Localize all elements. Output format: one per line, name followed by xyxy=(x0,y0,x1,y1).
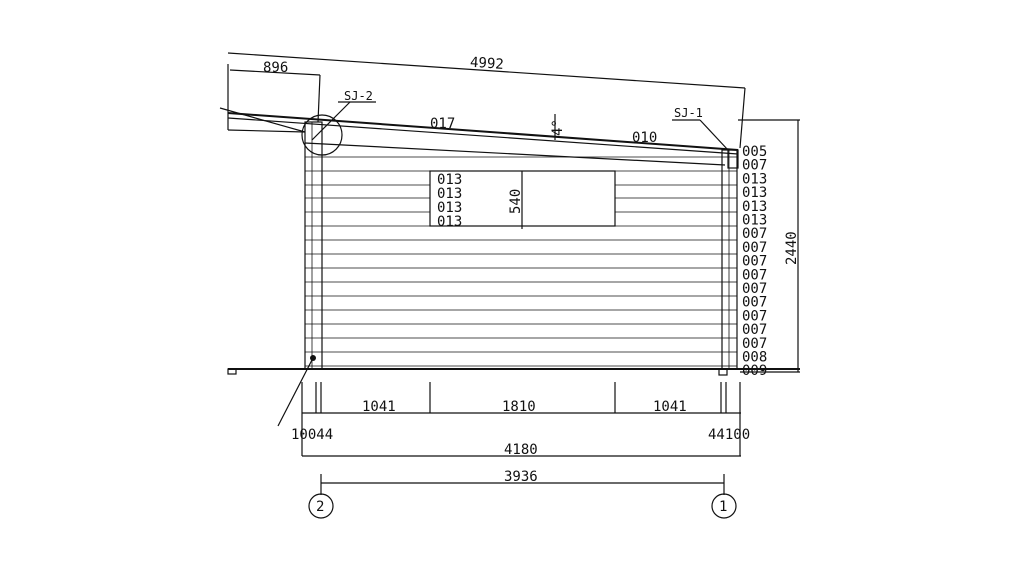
board-code: 008 xyxy=(742,350,767,366)
left-offsets-dim: 10044 xyxy=(291,427,333,443)
window-width-dim: 1810 xyxy=(502,399,536,415)
board-code: 007 xyxy=(742,226,767,242)
window-board: 013 xyxy=(437,200,462,216)
board-code: 007 xyxy=(742,267,767,283)
left-panel-dim: 1041 xyxy=(362,399,396,415)
detail-sj1: SJ-1 xyxy=(674,106,703,120)
overhang-dim: 896 xyxy=(263,60,288,76)
board-code: 007 xyxy=(742,336,767,352)
axis-span-dim: 3936 xyxy=(504,469,538,485)
overall-width-dim: 4180 xyxy=(504,442,538,458)
roof-label-rear: 010 xyxy=(632,130,657,146)
board-code: 007 xyxy=(742,308,767,324)
board-code: 007 xyxy=(742,240,767,256)
window-board: 013 xyxy=(437,186,462,202)
right-offsets-dim: 44100 xyxy=(708,427,750,443)
bottom-dimensions xyxy=(301,382,741,519)
window-board: 013 xyxy=(437,172,462,188)
roof xyxy=(219,64,739,166)
height-dim: 2440 xyxy=(784,231,800,265)
board-code: 007 xyxy=(742,281,767,297)
board-code: 013 xyxy=(742,171,767,187)
roof-length-dim: 4992 xyxy=(469,55,504,73)
board-code: 009 xyxy=(742,363,767,379)
board-code: 013 xyxy=(742,199,767,215)
board-code: 007 xyxy=(742,295,767,311)
window-height-dim: 540 xyxy=(508,189,524,214)
board-code: 007 xyxy=(742,322,767,338)
board-code: 013 xyxy=(742,213,767,229)
detail-sj2: SJ-2 xyxy=(344,89,373,103)
wall xyxy=(227,121,800,427)
board-code: 013 xyxy=(742,185,767,201)
board-code: 007 xyxy=(742,158,767,174)
axis-marker-right: 1 xyxy=(719,499,727,515)
window-board: 013 xyxy=(437,214,462,230)
axis-marker-left: 2 xyxy=(316,499,324,515)
right-panel-dim: 1041 xyxy=(653,399,687,415)
roof-label-front: 017 xyxy=(430,116,455,132)
board-code: 005 xyxy=(742,144,767,160)
board-code: 007 xyxy=(742,254,767,270)
slope-label: 4° xyxy=(550,119,566,136)
